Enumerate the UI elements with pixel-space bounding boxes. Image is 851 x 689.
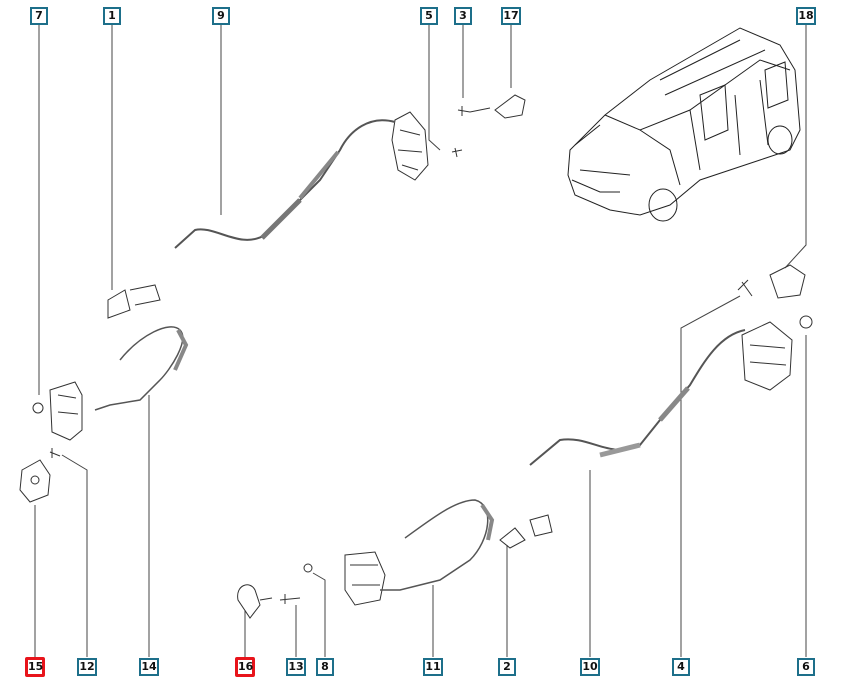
callout-8[interactable]: 8 — [316, 658, 334, 676]
front-door-lock-part — [391, 111, 463, 181]
van-illustration — [567, 27, 801, 222]
screw-12 — [49, 448, 61, 458]
bolt-3 — [457, 106, 491, 116]
striker-17 — [494, 94, 526, 119]
callout-5[interactable]: 5 — [420, 7, 438, 25]
bracket-2 — [499, 514, 553, 549]
latch-7 — [32, 381, 83, 441]
striker-16 — [237, 584, 273, 619]
screw-6 — [799, 315, 813, 329]
callout-18[interactable]: 18 — [796, 7, 816, 25]
callout-16-highlighted[interactable]: 16 — [235, 657, 255, 677]
striker-15 — [19, 459, 51, 503]
callout-13[interactable]: 13 — [286, 658, 306, 676]
callout-11[interactable]: 11 — [423, 658, 443, 676]
bolt-4a — [737, 279, 753, 297]
cable-10 — [529, 329, 746, 466]
callout-12[interactable]: 12 — [77, 658, 97, 676]
cable-9 — [174, 119, 396, 249]
callout-1[interactable]: 1 — [103, 7, 121, 25]
callout-17[interactable]: 17 — [501, 7, 521, 25]
callout-10[interactable]: 10 — [580, 658, 600, 676]
bolt-13 — [279, 594, 301, 604]
callout-4[interactable]: 4 — [672, 658, 690, 676]
callout-15-highlighted[interactable]: 15 — [25, 657, 45, 677]
leader-lines — [34, 25, 807, 657]
screw-8 — [303, 563, 313, 573]
cable-14 — [94, 326, 189, 411]
callout-14[interactable]: 14 — [139, 658, 159, 676]
callout-9[interactable]: 9 — [212, 7, 230, 25]
part-1-bracket — [107, 284, 161, 319]
striker-18 — [769, 264, 806, 299]
callout-3[interactable]: 3 — [454, 7, 472, 25]
callout-6[interactable]: 6 — [797, 658, 815, 676]
callout-2[interactable]: 2 — [498, 658, 516, 676]
cable-11 — [380, 499, 495, 591]
sliding-door-lock-4 — [741, 321, 793, 391]
rear-door-lock-11 — [344, 551, 386, 606]
callout-7[interactable]: 7 — [30, 7, 48, 25]
